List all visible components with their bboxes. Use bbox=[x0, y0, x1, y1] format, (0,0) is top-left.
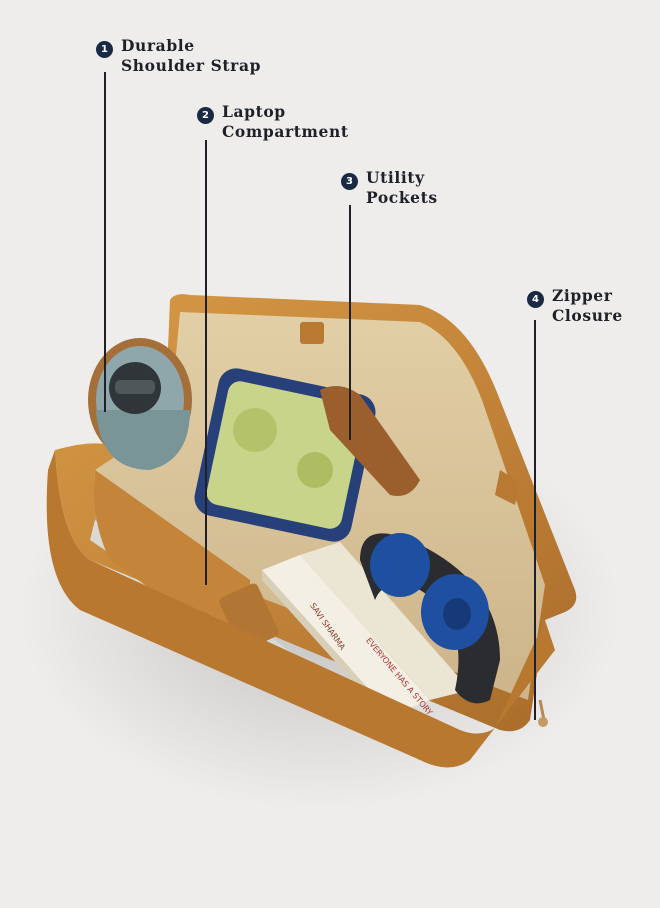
callout-zipper-closure: 4 Zipper Closure bbox=[527, 286, 623, 326]
leader-line-1 bbox=[104, 72, 106, 412]
water-bottle bbox=[88, 338, 192, 470]
callout-number-badge: 4 bbox=[527, 291, 544, 308]
side-strap-left bbox=[300, 322, 324, 344]
callout-utility-pockets: 3 Utility Pockets bbox=[341, 168, 438, 208]
callout-label-line2: Closure bbox=[552, 306, 623, 325]
callout-number-badge: 2 bbox=[197, 107, 214, 124]
zipper-pull bbox=[538, 699, 548, 727]
callout-label-line2: Pockets bbox=[366, 188, 438, 207]
callout-label-line1: Durable bbox=[121, 36, 195, 55]
callout-label-line1: Utility bbox=[366, 168, 425, 187]
callout-number-badge: 1 bbox=[96, 41, 113, 58]
callout-label: Laptop Compartment bbox=[222, 102, 349, 142]
bag-front-wall bbox=[46, 450, 556, 768]
leader-line-3 bbox=[349, 205, 351, 440]
laptop-sleeve bbox=[94, 470, 250, 660]
callout-laptop-compartment: 2 Laptop Compartment bbox=[197, 102, 349, 142]
callout-label-line2: Compartment bbox=[222, 122, 349, 141]
callout-shoulder-strap: 1 Durable Shoulder Strap bbox=[96, 36, 261, 76]
callout-number-badge: 3 bbox=[341, 173, 358, 190]
callout-label-line1: Zipper bbox=[552, 286, 613, 305]
callout-label: Utility Pockets bbox=[366, 168, 438, 208]
callout-label-line1: Laptop bbox=[222, 102, 286, 121]
side-strap-right bbox=[495, 470, 520, 505]
callout-label: Durable Shoulder Strap bbox=[121, 36, 261, 76]
leader-line-4 bbox=[534, 320, 536, 720]
callout-label-line2: Shoulder Strap bbox=[121, 56, 262, 75]
leader-line-2 bbox=[205, 140, 207, 585]
headphones bbox=[360, 533, 500, 704]
callout-label: Zipper Closure bbox=[552, 286, 623, 326]
utility-pouch bbox=[320, 386, 420, 496]
